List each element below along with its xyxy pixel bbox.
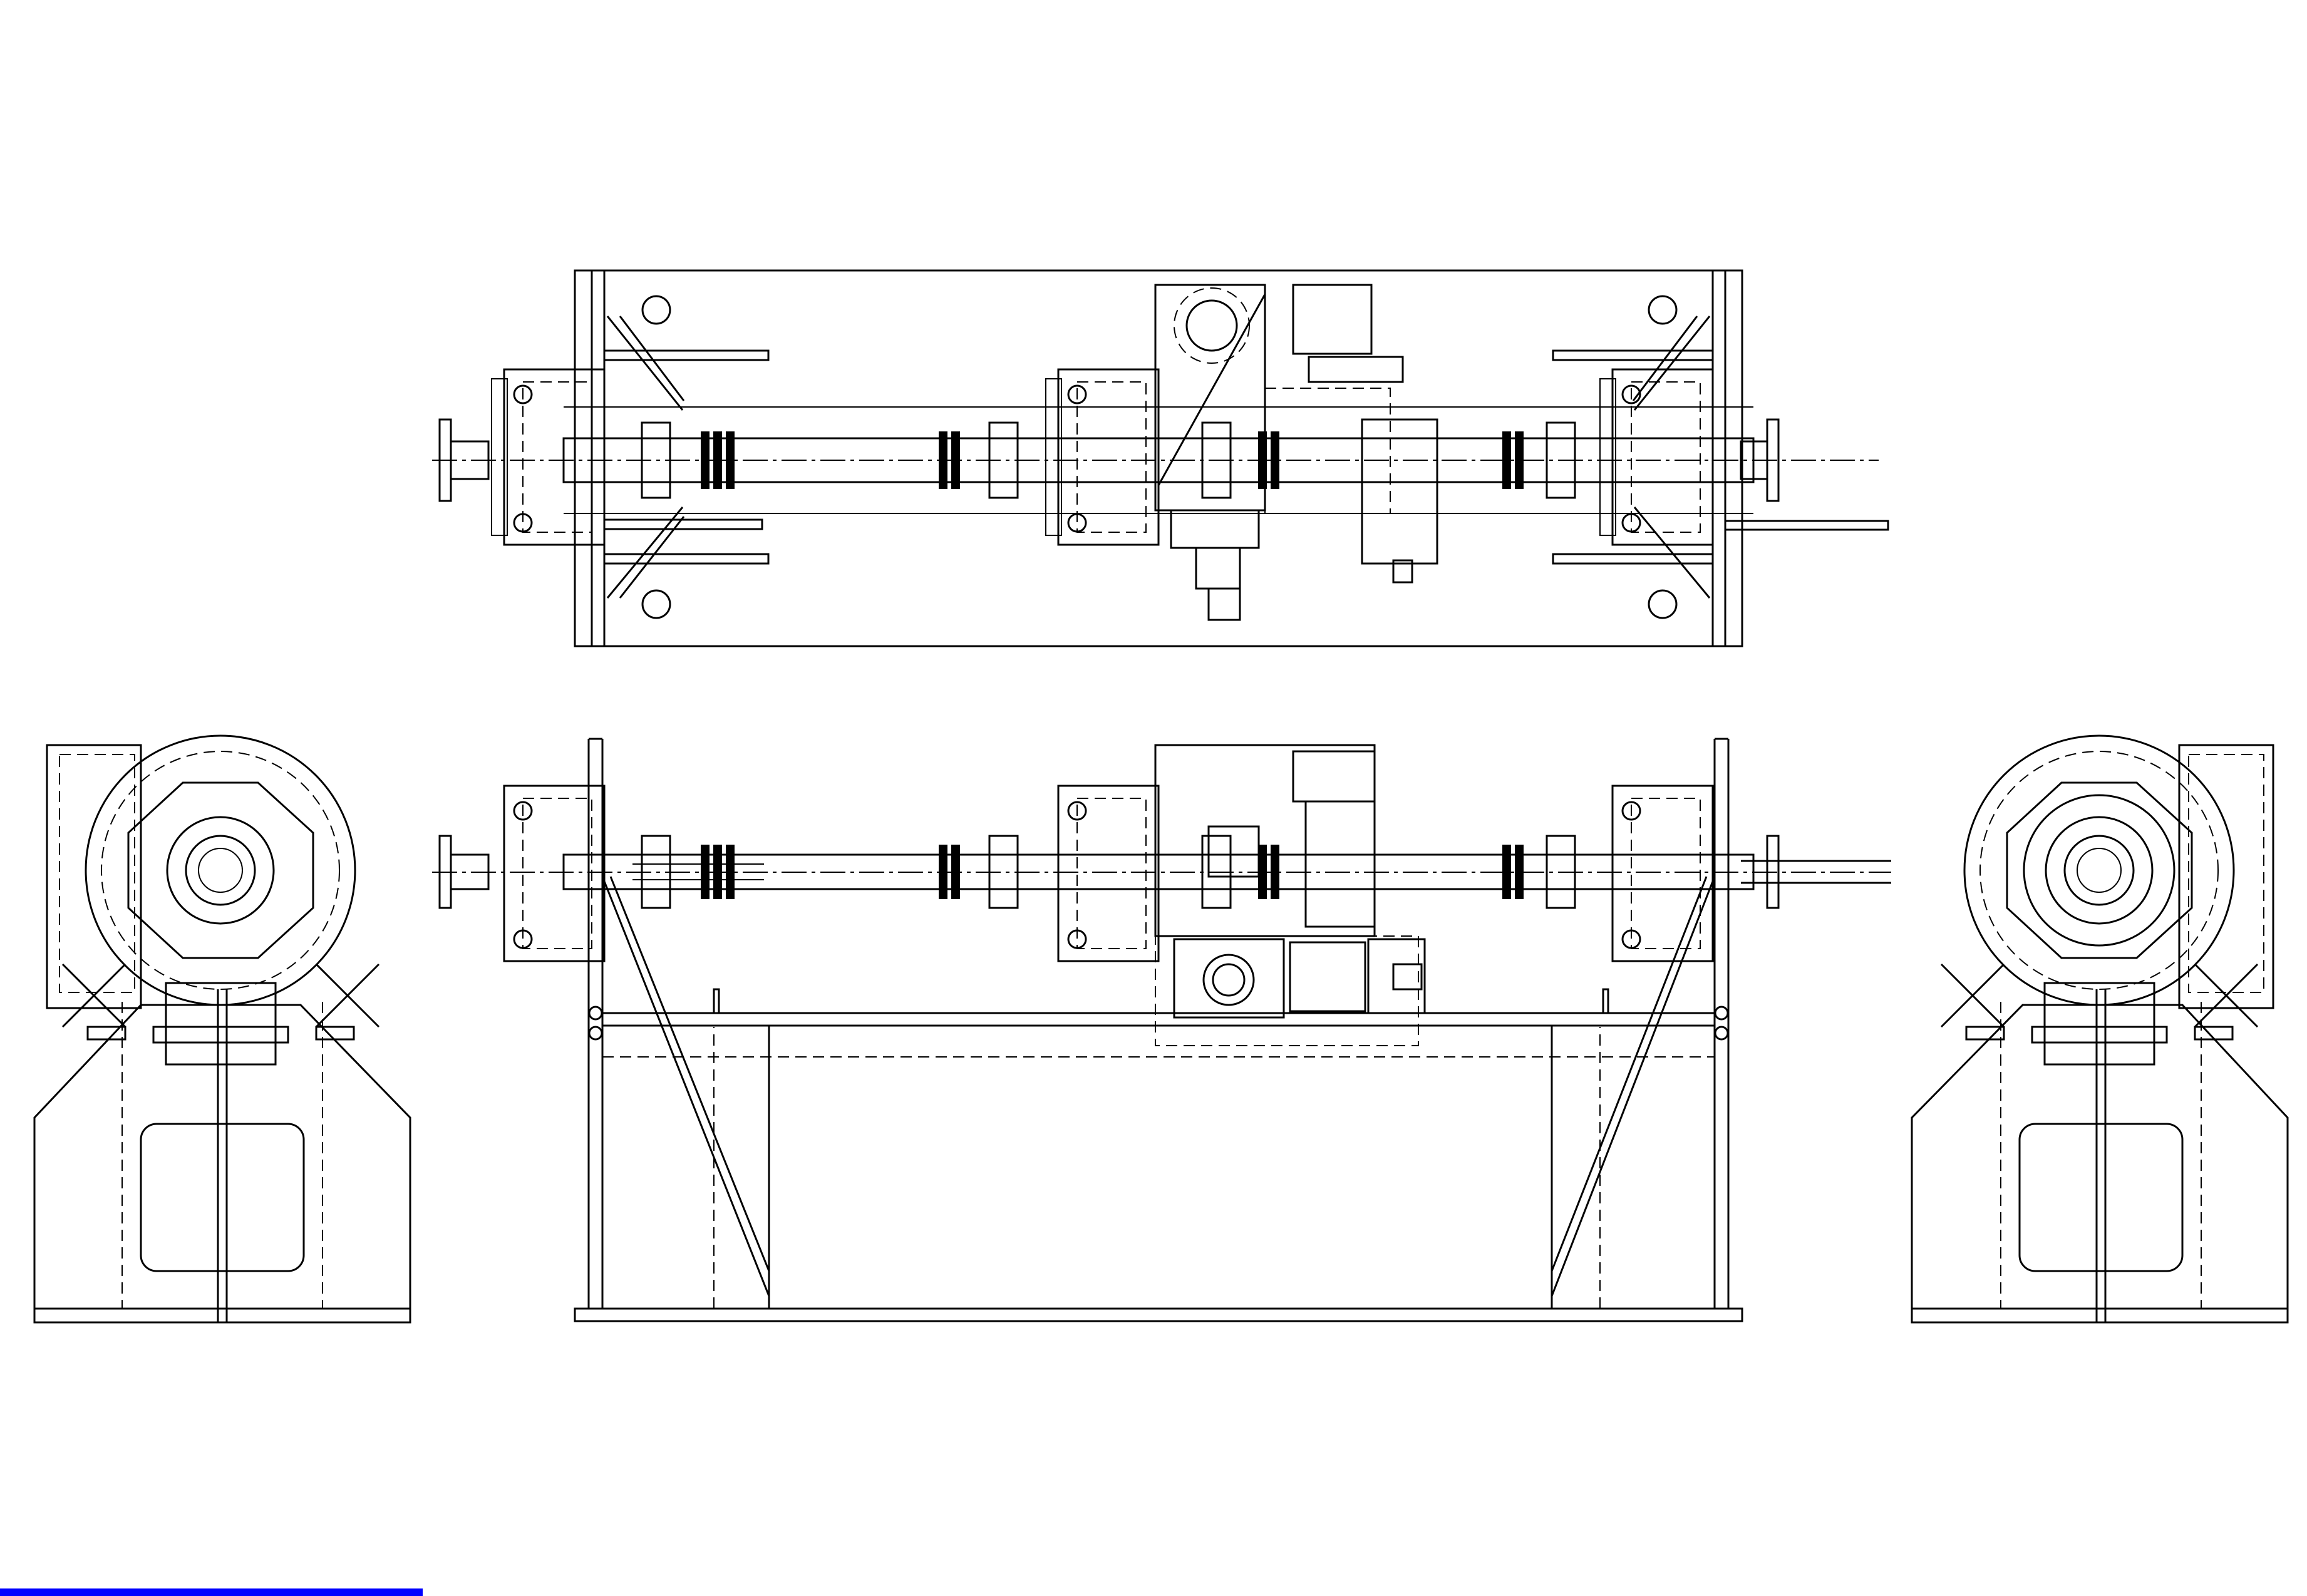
mount-hole <box>1648 295 1678 325</box>
right-side-view <box>1911 734 2289 1324</box>
status-bar <box>0 1588 423 1596</box>
top-view <box>432 269 1889 647</box>
left-side-view <box>33 734 411 1324</box>
mount-hole <box>641 589 671 619</box>
front-view <box>432 738 1891 1322</box>
mount-hole <box>641 295 671 325</box>
mount-hole <box>1648 589 1678 619</box>
